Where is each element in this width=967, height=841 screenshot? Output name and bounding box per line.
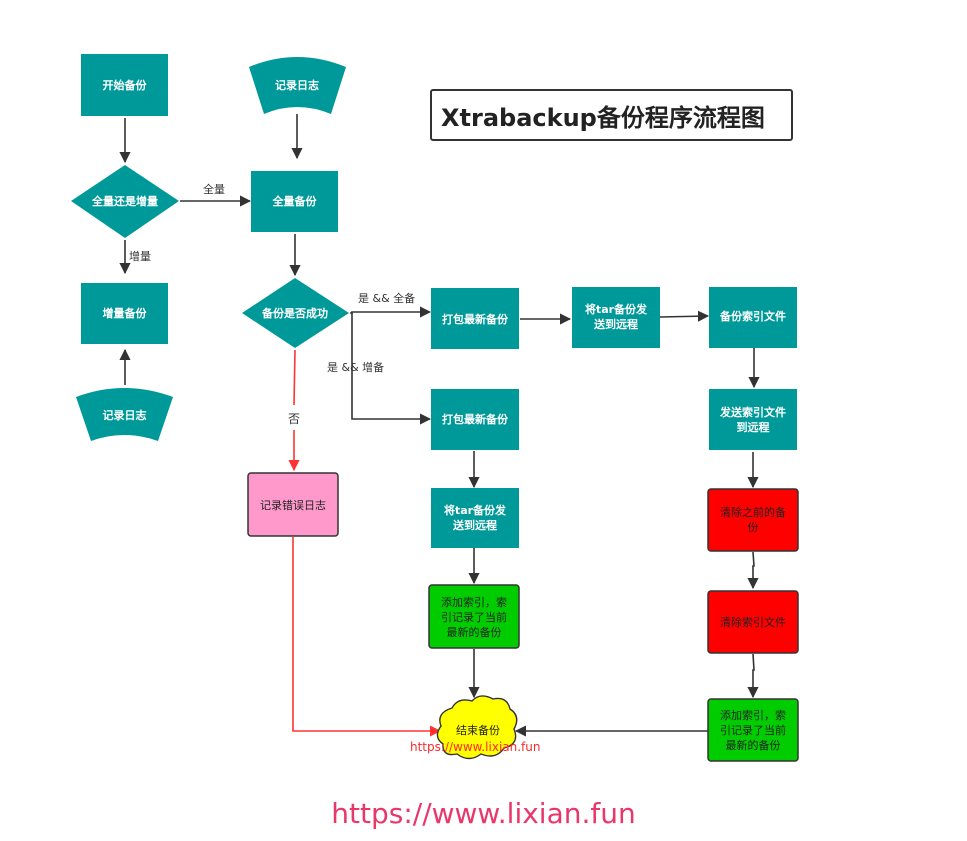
node-pack-latest-incr-label: 打包最新备份	[442, 412, 509, 426]
node-error-log-label: 记录错误日志	[260, 498, 326, 512]
diagram-title: Xtrabackup备份程序流程图	[430, 89, 793, 141]
node-add-index-full-label-1: 添加索引，索	[720, 708, 786, 722]
edge-clearindex-to-addindex	[747, 653, 759, 699]
node-error-log: 记录错误日志	[247, 472, 339, 537]
edge-label-full: 全量	[203, 182, 225, 196]
node-incr-backup-label: 增量备份	[103, 306, 148, 320]
node-add-index-incr-label-1: 添加索引，索	[441, 595, 507, 609]
node-add-index-full: 添加索引，索 引记录了当前 最新的备份	[707, 698, 799, 762]
edge-success-to-pack-full	[350, 306, 432, 318]
node-add-index-full-label-3: 最新的备份	[726, 738, 781, 752]
node-start-backup: 开始备份	[81, 54, 168, 116]
node-index-file: 备份索引文件	[709, 287, 797, 348]
node-send-tar-full-label-1: 将tar备份发	[585, 302, 648, 316]
node-send-index-label-2: 到远程	[737, 420, 770, 434]
edge-errorlog-to-end	[292, 537, 442, 737]
node-add-index-incr-label-3: 最新的备份	[447, 625, 502, 639]
node-pack-latest-full: 打包最新备份	[431, 288, 519, 349]
node-backup-success-label: 备份是否成功	[261, 306, 328, 320]
edges	[119, 114, 760, 737]
edge-sendtar-to-index	[659, 310, 710, 322]
node-clear-index: 清除索引文件	[707, 590, 799, 654]
node-add-index-full-label-2: 引记录了当前	[720, 723, 786, 737]
cloud-shape	[436, 695, 518, 760]
node-full-or-incr: 全量还是增量	[71, 165, 179, 238]
node-log-top-label: 记录日志	[275, 78, 319, 92]
edge-label-yes-full: 是 && 全备	[358, 291, 415, 305]
edges-red	[288, 349, 442, 737]
edge-label-incr: 增量	[129, 249, 151, 263]
node-end-backup-label: 结束备份	[456, 723, 500, 737]
node-send-tar-incr-label-2: 送到远程	[452, 518, 497, 532]
node-pack-latest-incr: 打包最新备份	[431, 389, 519, 450]
edge-label-yes-incr: 是 && 增备	[327, 360, 384, 374]
node-end-backup: 结束备份	[436, 695, 518, 760]
node-full-backup: 全量备份	[251, 171, 338, 232]
edge-success-to-pack-incr	[351, 313, 432, 425]
node-full-backup-label: 全量备份	[272, 194, 318, 208]
node-clear-old: 清除之前的备 份	[707, 488, 799, 552]
edge-label-no: 否	[288, 412, 300, 426]
node-full-or-incr-label: 全量还是增量	[91, 194, 158, 208]
edge-clearold-to-clearindex	[747, 551, 759, 590]
node-send-tar-incr-label-1: 将tar备份发	[444, 503, 507, 517]
node-index-file-label: 备份索引文件	[719, 309, 786, 323]
node-send-tar-incr: 将tar备份发 送到远程	[431, 488, 519, 548]
node-clear-old-label-1: 清除之前的备	[720, 505, 786, 519]
watermark-big: https://www.lixian.fun	[331, 797, 636, 830]
edge-success-to-no-label	[293, 349, 296, 406]
node-pack-latest-full-label: 打包最新备份	[442, 312, 509, 326]
node-log-top: 记录日志	[249, 57, 346, 114]
node-add-index-incr: 添加索引，索 引记录了当前 最新的备份	[428, 584, 520, 649]
node-send-index-label-1: 发送索引文件	[719, 405, 786, 419]
node-send-tar-full-label-2: 送到远程	[593, 317, 638, 331]
node-add-index-incr-label-2: 引记录了当前	[441, 610, 507, 624]
node-log-bottom: 记录日志	[76, 388, 173, 441]
node-backup-success: 备份是否成功	[242, 278, 349, 348]
node-clear-old-label-2: 份	[748, 521, 759, 534]
node-clear-index-label: 清除索引文件	[720, 615, 786, 629]
node-send-tar-full: 将tar备份发 送到远程	[572, 287, 660, 348]
node-start-backup-label: 开始备份	[103, 78, 148, 92]
node-incr-backup: 增量备份	[81, 283, 168, 344]
node-log-bottom-label: 记录日志	[103, 408, 147, 422]
node-send-index: 发送索引文件 到远程	[709, 389, 797, 450]
watermark-small: https://www.lixian.fun	[410, 740, 541, 754]
